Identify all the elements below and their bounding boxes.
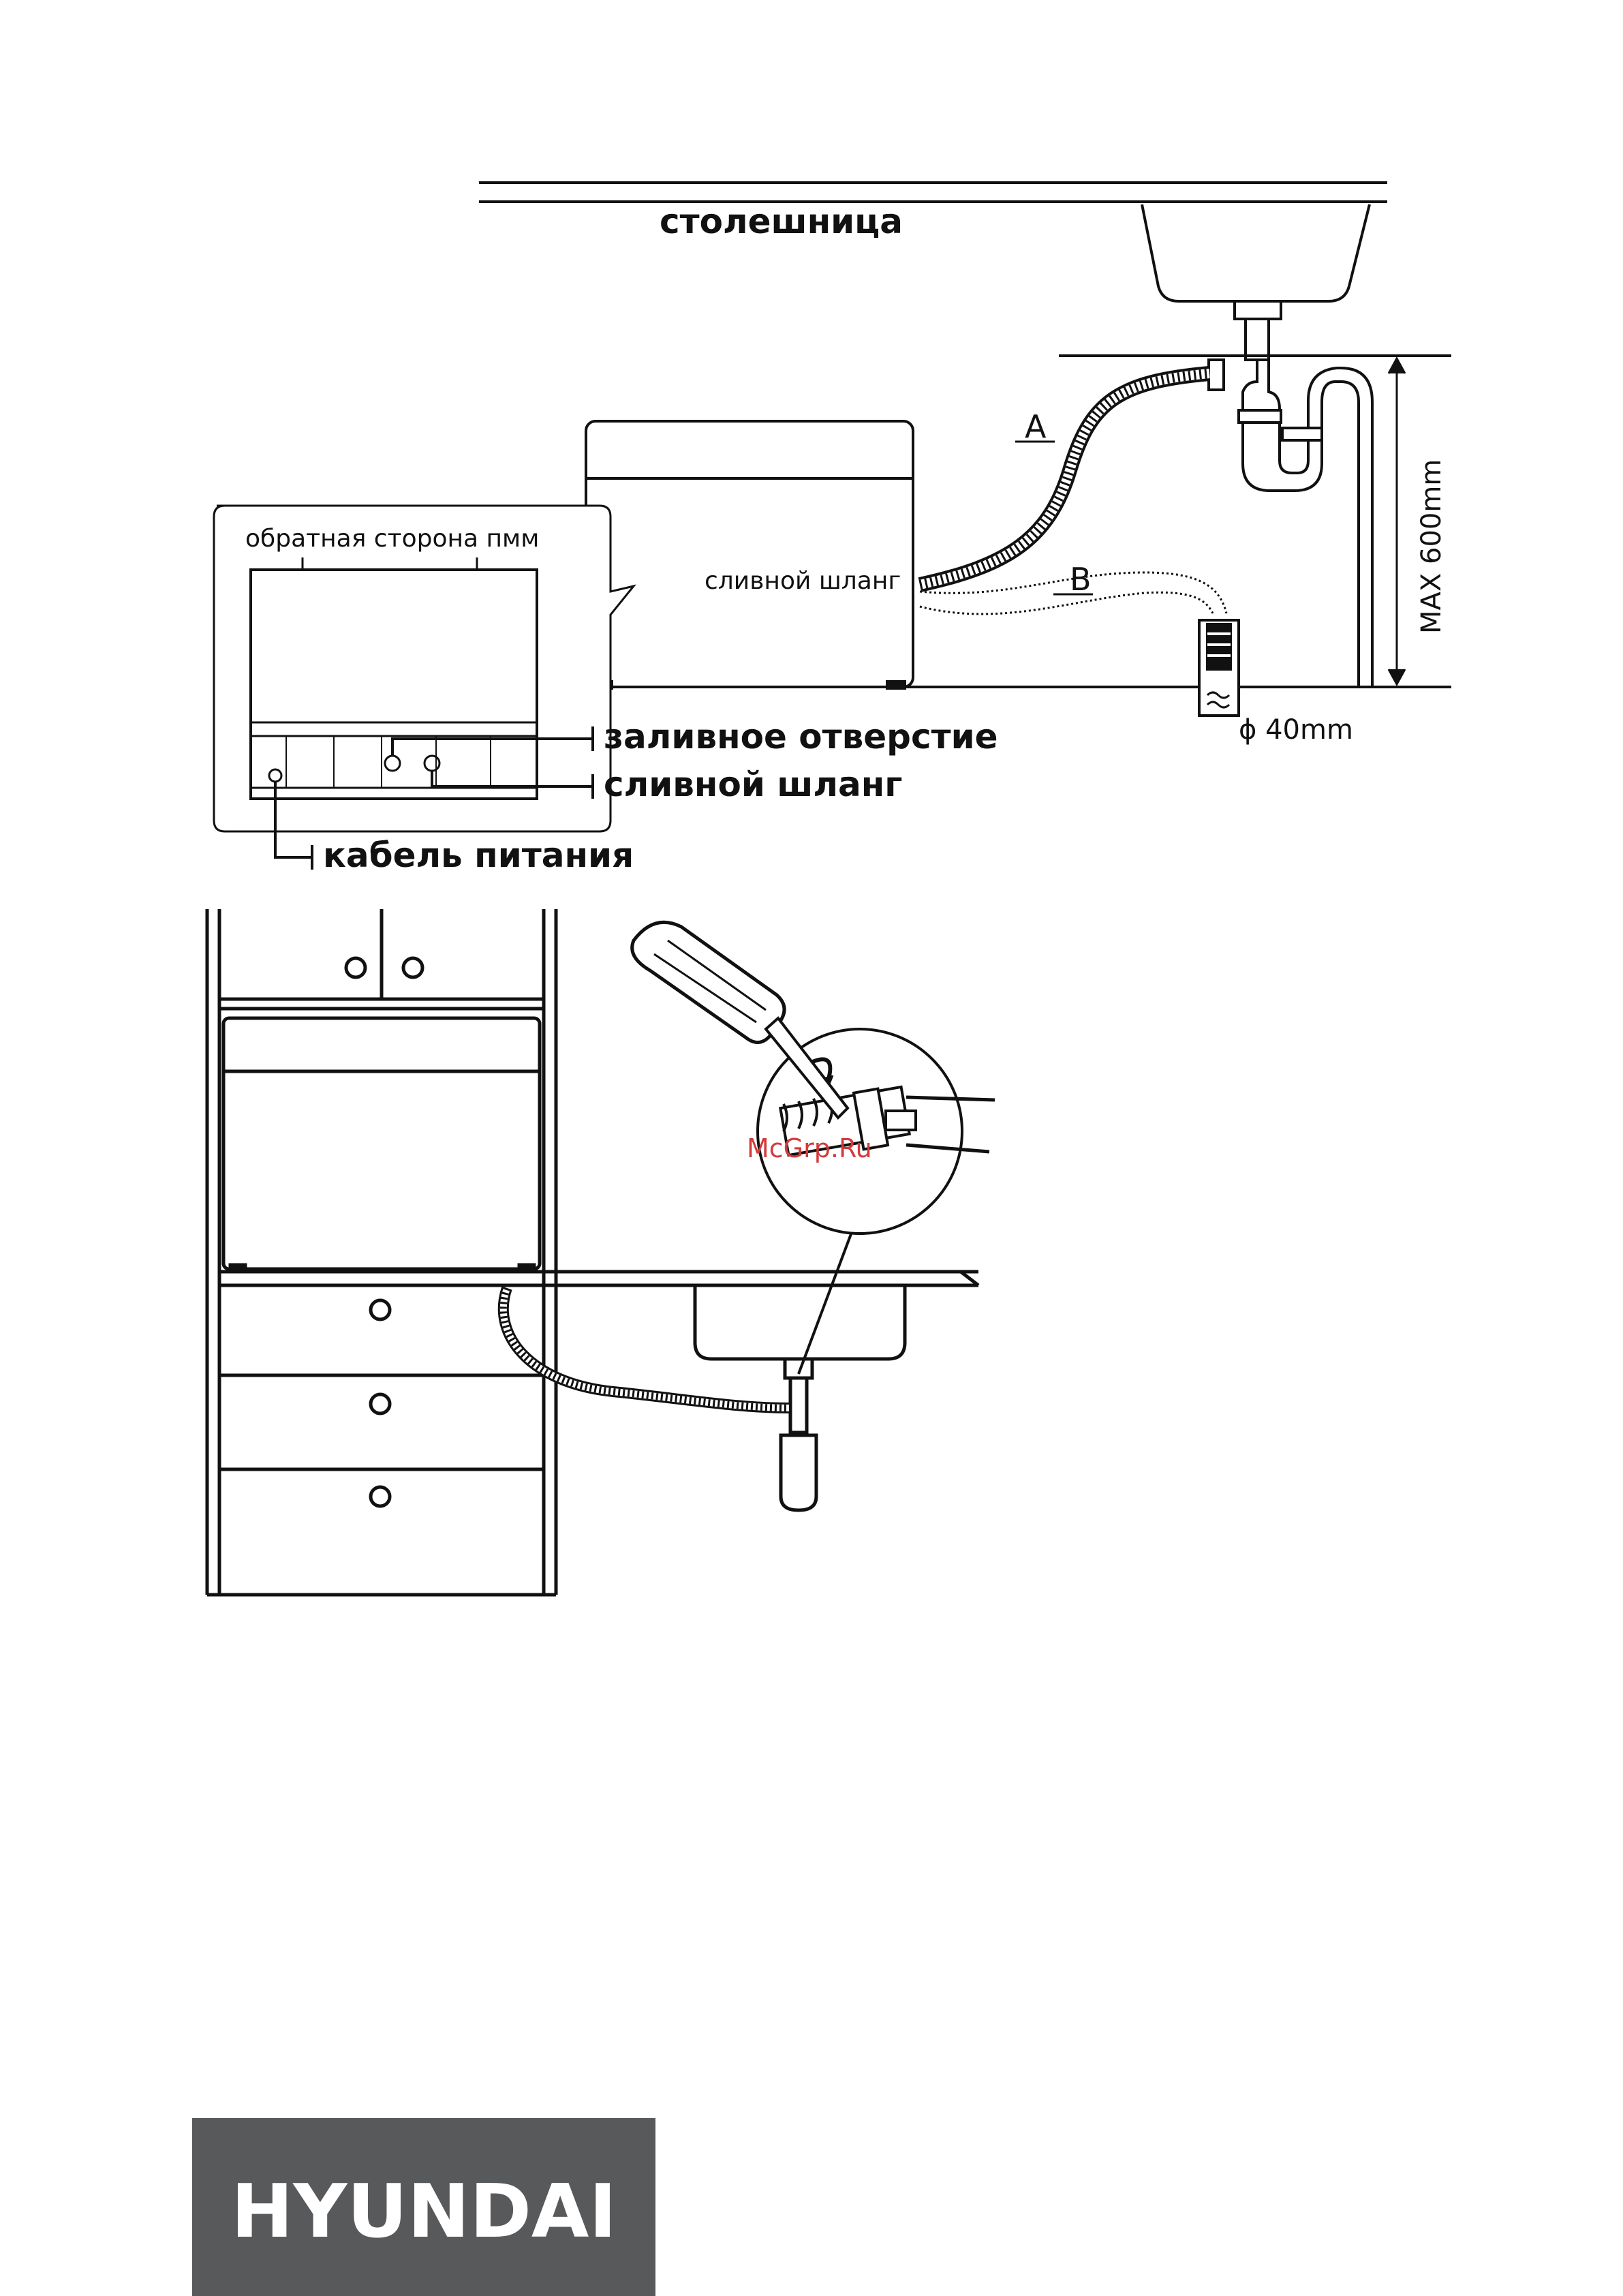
- watermark: McGrp.Ru: [747, 1133, 872, 1163]
- machine-hose-label: сливной шланг: [705, 567, 901, 595]
- diameter-label: ϕ 40mm: [1239, 714, 1353, 746]
- countertop: [479, 183, 1387, 202]
- callout-power-cable: кабель питания: [323, 836, 634, 875]
- back-panel-title: обратная сторона пмм: [245, 525, 539, 553]
- brand-logo-text: HYUNDAI: [231, 2169, 617, 2254]
- dishwasher-installed: [223, 1018, 540, 1272]
- back-panel-callout: [214, 506, 634, 831]
- max-height-dimension: [1389, 358, 1405, 684]
- countertop-label: столешница: [660, 202, 903, 241]
- screwdriver: [632, 922, 848, 1118]
- installation-diagram-bottom: [207, 909, 995, 1595]
- standpipe: [1199, 620, 1239, 716]
- bottom-sink: [695, 1285, 905, 1510]
- callout-inlet: заливное отверстие: [604, 717, 998, 756]
- magnifier-pointer: [799, 1232, 852, 1374]
- drawers: [219, 1300, 544, 1506]
- callout-drain-hose: сливной шланг: [604, 765, 902, 804]
- brand-logo: HYUNDAI: [192, 2118, 655, 2296]
- dishwasher-body: [586, 421, 913, 688]
- bottom-countertop: [219, 1272, 978, 1285]
- bottom-drain-hose: [504, 1288, 790, 1408]
- label-a: A: [1025, 408, 1047, 445]
- drain-hose-a: [920, 373, 1209, 585]
- sink-bowl: [1142, 204, 1370, 360]
- label-b: B: [1070, 561, 1092, 598]
- max-height-label: MAX 600mm: [1416, 459, 1447, 634]
